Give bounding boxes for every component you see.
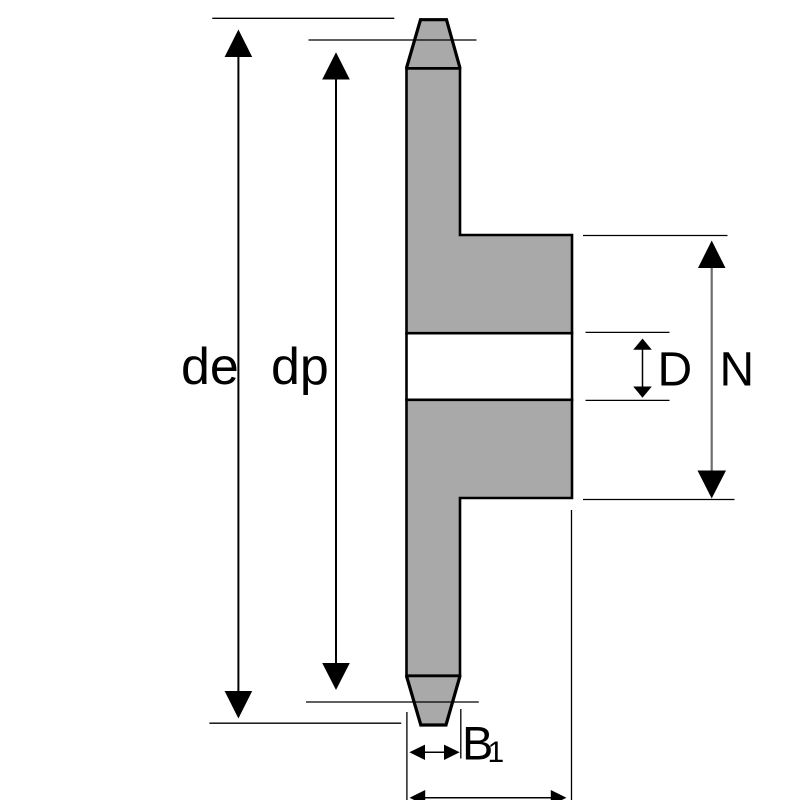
svg-text:N: N — [720, 344, 755, 397]
svg-text:dp: dp — [271, 338, 329, 396]
svg-text:D: D — [658, 344, 693, 397]
svg-text:B: B — [462, 717, 493, 770]
svg-text:de: de — [181, 338, 239, 396]
svg-text:1: 1 — [488, 736, 505, 769]
